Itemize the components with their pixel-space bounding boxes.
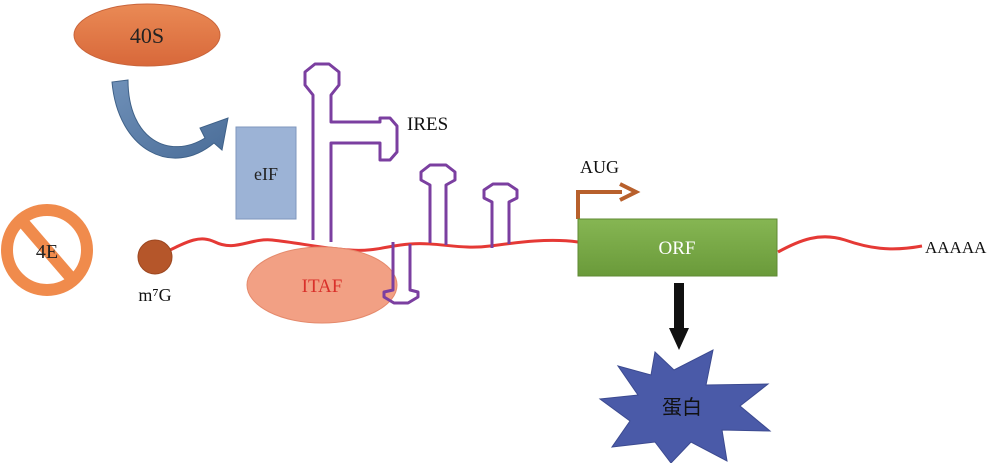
- aug-label: AUG: [580, 157, 619, 177]
- eif-label: eIF: [254, 164, 278, 184]
- m7g-label: m⁷G: [138, 285, 171, 305]
- orf-box: ORF: [577, 218, 778, 277]
- itaf-label: ITAF: [302, 276, 343, 297]
- itaf-protein: ITAF: [246, 246, 398, 324]
- ires-label: IRES: [407, 114, 448, 135]
- ires-main-stem-loop: [303, 62, 399, 242]
- ires-stem-loop-2: [419, 163, 457, 245]
- mrna-strand: [161, 237, 579, 256]
- poly-a-tail-label: AAAAA: [925, 238, 987, 257]
- cap-4e-label: 4E: [36, 241, 58, 263]
- ribosome-40s-label: 40S: [130, 23, 164, 48]
- ires-stem-loop-3: [482, 182, 519, 248]
- recruitment-arrow-icon: [111, 79, 229, 159]
- m7g-cap-icon: [137, 239, 173, 275]
- orf-label: ORF: [659, 238, 696, 259]
- aug-start-arrow-icon: [576, 182, 641, 219]
- eif-factor-box: eIF: [235, 126, 297, 220]
- protein-star-icon: [598, 349, 772, 463]
- ires-structure: [303, 62, 519, 305]
- mrna-strand-3prime: [777, 235, 923, 254]
- protein-label: 蛋白: [662, 395, 702, 419]
- translation-arrow-icon: [669, 283, 689, 350]
- cap-binding-4e-blocked: 4E: [1, 204, 93, 296]
- ires-stem-loop-down: [382, 242, 420, 305]
- ribosome-40s: 40S: [73, 3, 221, 67]
- protein-starburst: 蛋白: [598, 349, 772, 463]
